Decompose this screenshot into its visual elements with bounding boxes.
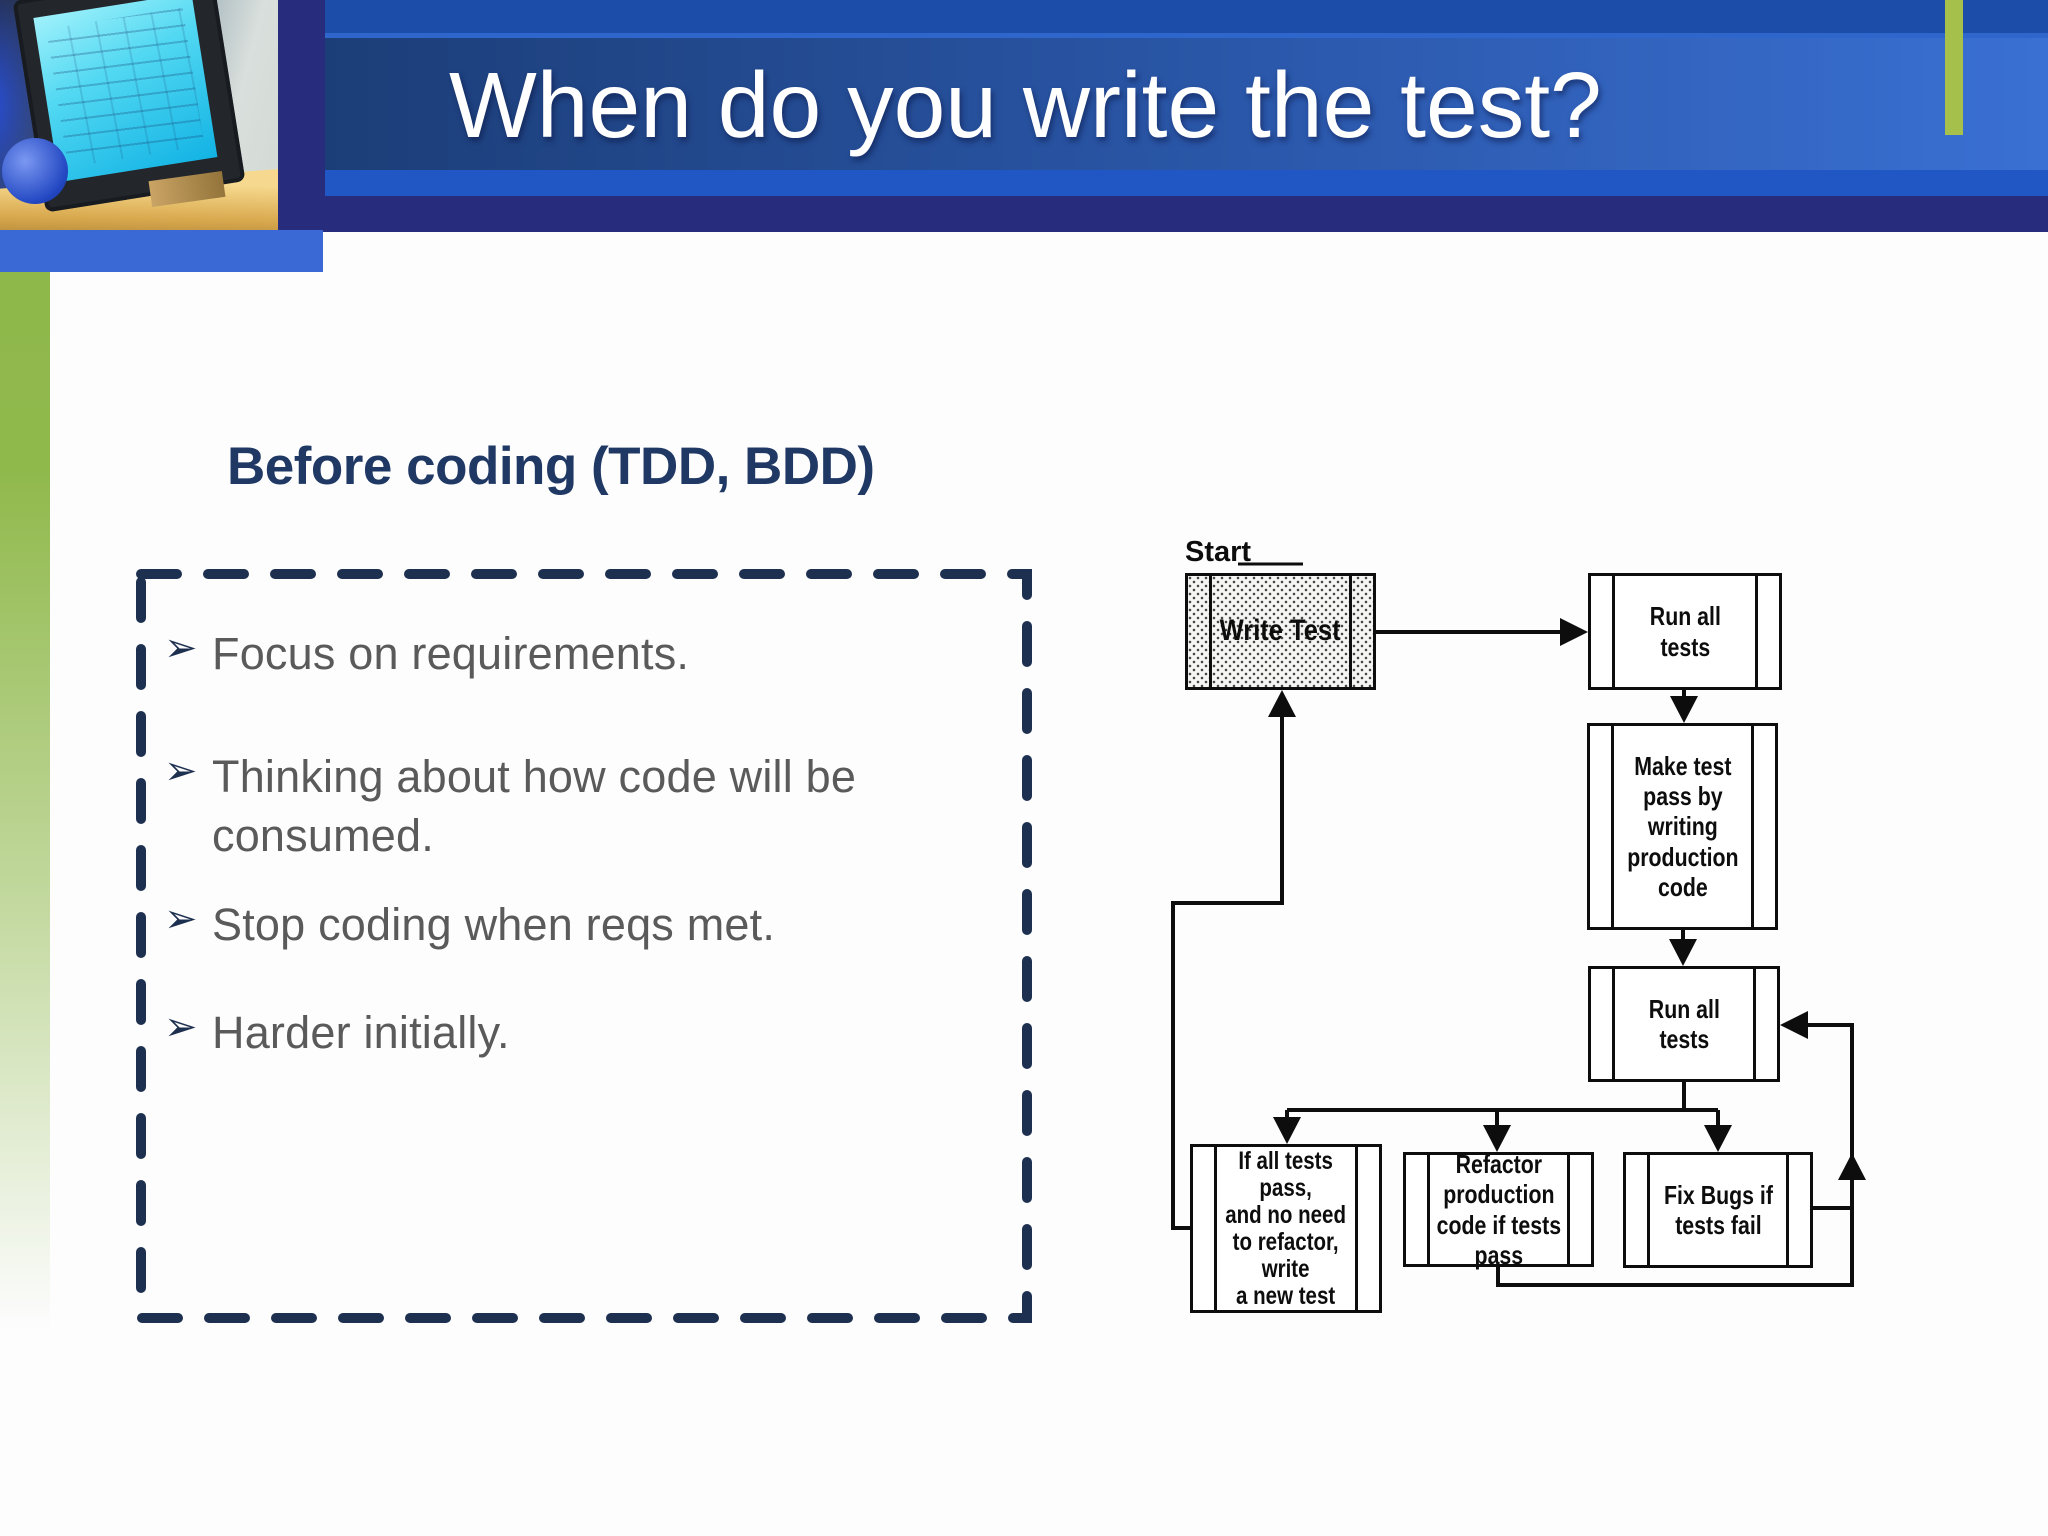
header-top-blue-band <box>325 0 2048 35</box>
flow-box-label: Refactor production code if tests pass <box>1436 1149 1561 1270</box>
bullet-text: Harder initially. <box>212 1007 510 1058</box>
flow-box-refactor: Refactor production code if tests pass <box>1403 1149 1594 1270</box>
list-item: ➢ Stop coding when reqs met. <box>164 895 775 954</box>
flow-box-label: Make test pass by writing production cod… <box>1626 751 1739 902</box>
computer-photo <box>0 0 278 230</box>
bullet-text: Focus on requirements. <box>212 628 690 679</box>
green-accent-bar-right <box>1945 0 1963 135</box>
header-bottom-strip <box>325 170 2048 196</box>
flow-box-if-all-tests-pass: If all tests pass, and no need to refact… <box>1190 1144 1382 1313</box>
arrow-bullet-icon: ➢ <box>164 897 198 941</box>
arrow-bullet-icon: ➢ <box>164 626 198 670</box>
flow-box-label: Write Test <box>1220 614 1341 648</box>
blue-bar-under-photo <box>0 230 323 272</box>
header-title-band <box>325 38 2048 170</box>
list-item: ➢ Thinking about how code will be consum… <box>164 747 856 865</box>
bullet-line: Thinking about how code will be <box>212 751 857 802</box>
flow-box-label: Fix Bugs if tests fail <box>1663 1179 1773 1240</box>
flow-start-label: Start <box>1185 536 1252 568</box>
flow-box-label: Run all tests <box>1649 601 1721 662</box>
flow-box-make-test-pass: Make test pass by writing production cod… <box>1587 723 1778 930</box>
bullet-line: consumed. <box>212 810 434 861</box>
list-item: ➢ Harder initially. <box>164 1003 510 1062</box>
flow-box-run-all-tests-2: Run all tests <box>1588 966 1780 1082</box>
arrow-bullet-icon: ➢ <box>164 749 198 793</box>
flow-box-label: If all tests pass, and no need to refact… <box>1225 1146 1347 1310</box>
bullet-text: Stop coding when reqs met. <box>212 899 776 950</box>
flow-box-run-all-tests-1: Run all tests <box>1588 573 1782 690</box>
bullet-text: Thinking about how code will be consumed… <box>212 747 856 865</box>
slide-title: When do you write the test? <box>449 53 1602 157</box>
section-heading: Before coding (TDD, BDD) <box>227 437 875 496</box>
flow-box-label: Run all tests <box>1648 993 1720 1054</box>
header-highlight-line <box>325 33 2048 38</box>
list-item: ➢ Focus on requirements. <box>164 624 689 683</box>
green-sidebar-gradient <box>0 272 50 1452</box>
photo-blue-ball <box>2 138 68 204</box>
flow-box-write-test: Write Test <box>1185 573 1376 690</box>
arrow-bullet-icon: ➢ <box>164 1005 198 1049</box>
flow-box-fix-bugs: Fix Bugs if tests fail <box>1623 1152 1813 1268</box>
